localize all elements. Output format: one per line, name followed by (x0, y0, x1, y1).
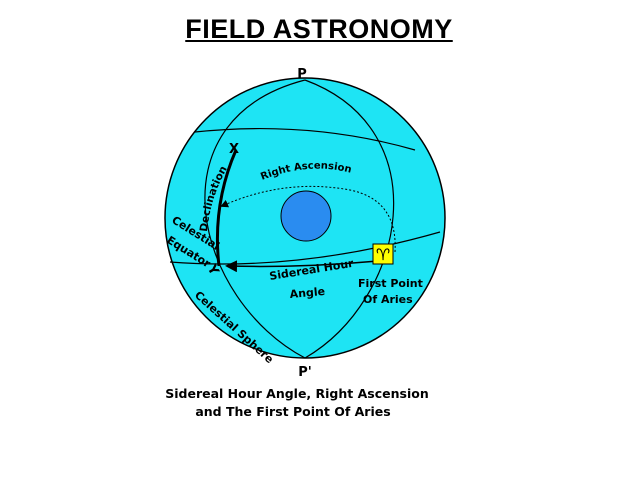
right-ascension-arc (220, 185, 396, 253)
first-point-of-aries-label-1: First Point (358, 277, 423, 290)
south-pole-label: P' (298, 365, 312, 380)
upper-arc (194, 127, 416, 151)
declination-arc (215, 149, 238, 267)
first-point-of-aries-marker (372, 243, 394, 265)
first-point-of-aries-label-2: Of Aries (363, 293, 413, 306)
sidereal-hour-angle-label-2: Angle (289, 285, 325, 301)
caption-line-1: Sidereal Hour Angle, Right Ascension (165, 386, 429, 401)
meridian-right (304, 79, 395, 359)
north-pole-label: P (297, 67, 307, 82)
caption-line-2: and The First Point Of Aries (195, 404, 391, 419)
aries-symbol: ♈ (376, 245, 390, 264)
earth-circle (280, 190, 332, 242)
meridian-left (204, 79, 306, 359)
celestial-equator-line (169, 231, 441, 265)
star-marker-symbol: X (229, 142, 239, 157)
sidereal-hour-angle-arrow (225, 260, 379, 273)
page-title: FIELD ASTRONOMY (185, 14, 453, 44)
